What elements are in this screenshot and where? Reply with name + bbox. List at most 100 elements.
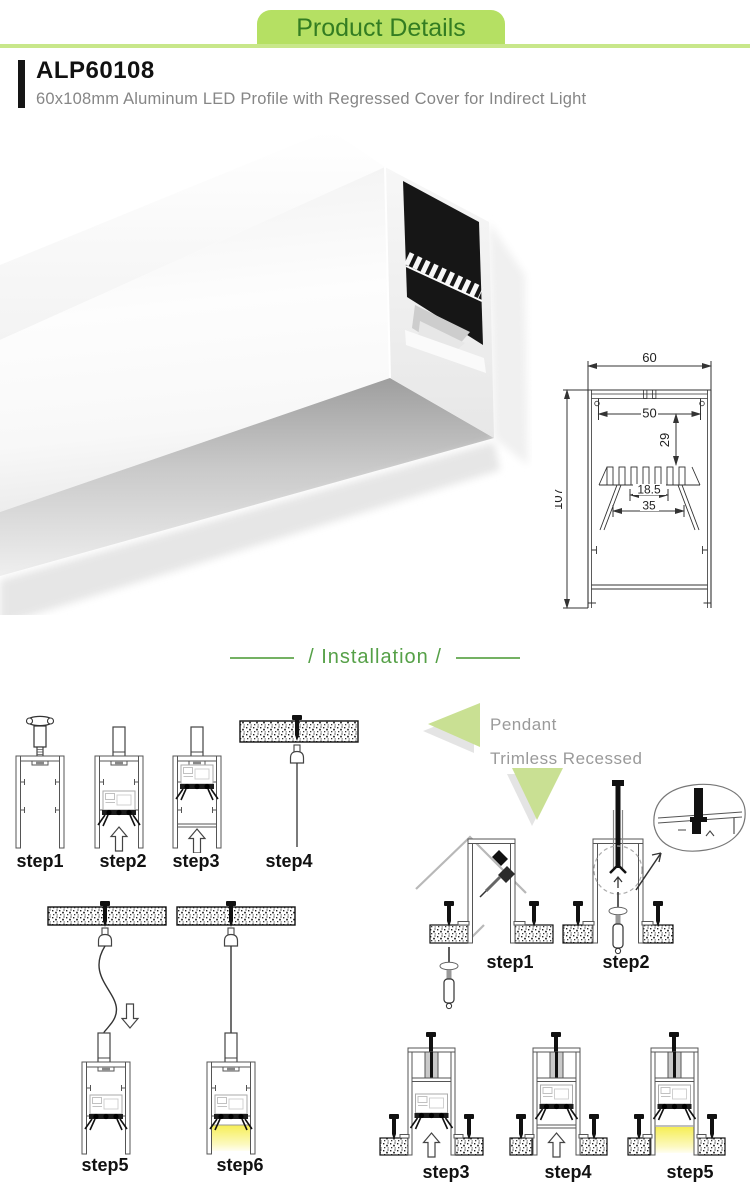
housing-wall [532,1047,538,1156]
fins-edge [405,265,483,302]
title-accent-bar [18,60,25,108]
pendant-step2-diagram [94,726,144,852]
ceiling [454,1137,484,1156]
profile-top-plate [654,1077,695,1082]
drop-arrow-icon [121,1003,139,1029]
screwdriver-tip [479,890,487,898]
insert-arrow-icon [110,826,128,852]
ceiling [579,1137,608,1156]
recessed-step1-diagram [415,835,554,1010]
suspension-stem [97,1032,111,1064]
suspension-stem [112,726,126,758]
profile-top-plate [536,1077,577,1082]
screwdriver-icon [608,891,628,955]
recessed-step3-label: step3 [422,1162,470,1182]
recessed-step4-diagram [509,1032,608,1158]
bubble-marks [678,818,735,837]
pendant-step2-label: step2 [99,851,147,871]
pendant-step5-label: step5 [81,1155,129,1175]
housing-wall [592,838,598,944]
ceiling [562,924,594,944]
anchor-bolt-icon [589,1114,599,1140]
bubble-bracket [690,817,707,822]
screwdriver-handle [498,866,515,883]
recessed-step2-diagram [562,780,746,955]
anchor-bolt-icon [464,1114,474,1140]
ceiling [697,1137,726,1156]
anchor-bolt-icon [389,1114,399,1140]
insert-arrow-icon [422,1132,441,1158]
installation-heading: / Installation / [0,646,750,669]
screwdriver-shaft [484,875,502,893]
recessed-step2-label: step2 [602,952,650,972]
dim-slot: 18.5 [637,483,661,497]
bubble-bolt [694,788,703,818]
suspension-wire [98,945,118,1035]
ceiling [514,924,554,944]
flange [582,921,595,926]
flange [524,1134,535,1139]
suspension-stem [190,726,204,758]
arrow-down [512,768,563,820]
pendant-step4-diagram [239,715,359,847]
suspension-rod [615,784,621,868]
ceiling [176,906,296,926]
diffuser-cover [177,823,217,828]
wire-gripper-icon [97,927,113,947]
light-glow [209,1125,253,1151]
profile-top-plate [411,1077,452,1082]
pendant-step1-diagram [15,715,65,849]
housing-wall [450,1047,456,1156]
heatsink-fins [404,252,484,299]
recessed-step3-diagram [379,1032,484,1158]
recessed-step1-label: step1 [486,952,534,972]
flange [457,921,470,926]
flange [642,1134,653,1139]
heading-rule-right [455,656,520,659]
dim-depth: 29 [657,433,672,447]
product-photo [0,130,528,615]
light-glow [655,1127,694,1153]
led-module [97,790,141,827]
ceiling [429,924,469,944]
banner-title: Product Details [296,14,466,42]
ceiling [627,1137,651,1156]
locking-bolt [492,850,508,866]
housing-wall [407,1047,413,1156]
ceiling [642,924,674,944]
ceiling [509,1137,533,1156]
insert-arrow-icon [547,1132,566,1158]
recessed-arrow-icon [507,768,563,826]
wing-screw-icon [25,715,55,757]
corner-highlight [384,166,391,379]
pendant-step5-diagram [47,901,167,1155]
profile-channel [15,755,65,849]
housing-wall [638,838,644,944]
housing-wall [467,838,473,944]
insert-arrow-icon [188,828,206,853]
detail-arrowhead [651,852,662,863]
led-module [84,1094,128,1131]
dim-width-top: 60 [642,350,656,365]
ceiling [379,1137,409,1156]
page-title: ALP60108 [36,57,155,84]
banner-underline [0,44,750,48]
flange [641,921,654,926]
recessed-step4-label: step4 [544,1162,592,1182]
recessed-step5-label: step5 [666,1162,714,1182]
dim-base: 35 [642,499,656,513]
dim-width-inner: 50 [642,406,656,421]
recessed-step5-diagram [627,1032,726,1156]
anchor-bolt-icon [444,901,454,927]
flange [578,1134,589,1139]
dimension-drawing: 60 50 29 107 18.5 35 [555,350,712,609]
installation-heading-text: / Installation / [308,646,442,668]
housing-top [467,838,516,844]
end-cavity [403,181,483,345]
anchor-bolt-icon [573,901,583,927]
pendant-step1-label: step1 [16,851,64,871]
suspension-stem [224,1032,238,1064]
pendant-step4-label: step4 [265,851,313,871]
up-caret [613,875,623,888]
